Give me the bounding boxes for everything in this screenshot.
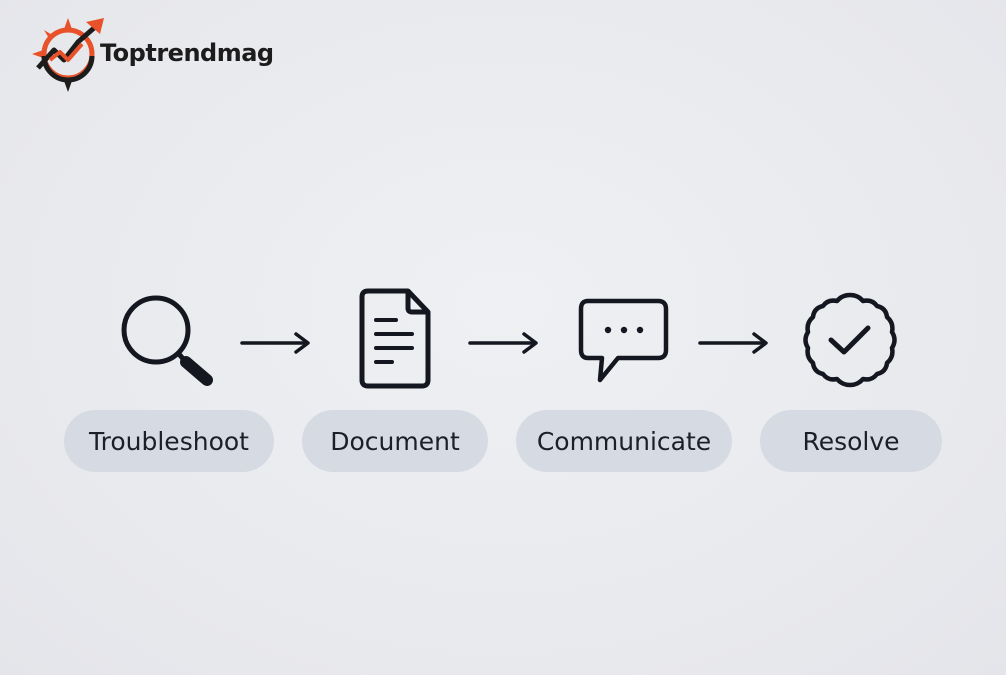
magnifier-icon [118,292,218,388]
step-label-document: Document [302,410,488,472]
arrow-right-icon [468,331,540,355]
compass-trend-logo-icon [32,18,104,92]
speech-bubble-icon [578,298,670,386]
document-icon [358,288,434,390]
step-label-communicate: Communicate [516,410,732,472]
arrow-right-icon [698,331,770,355]
arrow-right-icon [240,331,312,355]
verified-badge-icon [800,290,900,390]
brand-name: Toptrendmag [100,39,274,67]
step-label-resolve: Resolve [760,410,942,472]
brand-logo[interactable]: Toptrendmag [28,14,298,94]
step-label-troubleshoot: Troubleshoot [64,410,274,472]
